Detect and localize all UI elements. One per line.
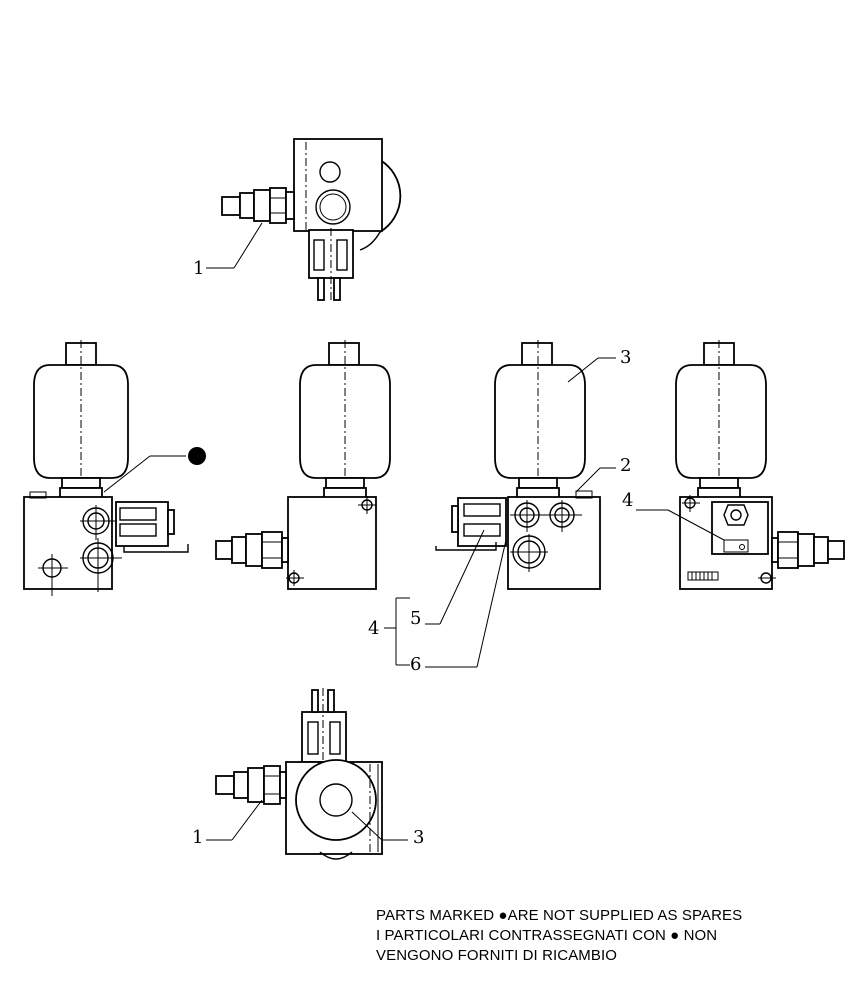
front-view-right — [675, 340, 845, 590]
callout-label-bottom-1: 1 — [192, 827, 203, 848]
front-view-center-left — [215, 340, 391, 590]
svg-text:5: 5 — [410, 608, 421, 629]
callout-label-bottom-3: 3 — [413, 827, 424, 848]
note-line-2: I PARTICOLARI CONTRASSEGNATI CON ● NON — [376, 927, 718, 944]
callout-label-top-1: 1 — [193, 258, 204, 279]
bottom-view-assembly — [215, 688, 383, 860]
front-view-left — [23, 340, 189, 596]
callout-label-solenoid: 4 — [622, 490, 633, 511]
callout-label-accumulator: 3 — [620, 347, 631, 368]
note-line-3: VENGONO FORNITI DI RICAMBIO — [376, 947, 618, 964]
svg-text:6: 6 — [410, 654, 421, 675]
svg-text:4: 4 — [368, 618, 379, 639]
not-supplied-marker — [188, 447, 206, 465]
callout-label-plug: 2 — [620, 455, 631, 476]
note-line-1: PARTS MARKED ●ARE NOT SUPPLIED AS SPARES — [376, 907, 743, 924]
spares-note: PARTS MARKED ●ARE NOT SUPPLIED AS SPARES… — [376, 906, 846, 966]
front-view-center-right — [435, 340, 601, 590]
top-view-assembly — [221, 138, 402, 301]
callout-group-4: 4 5 6 — [368, 529, 507, 675]
